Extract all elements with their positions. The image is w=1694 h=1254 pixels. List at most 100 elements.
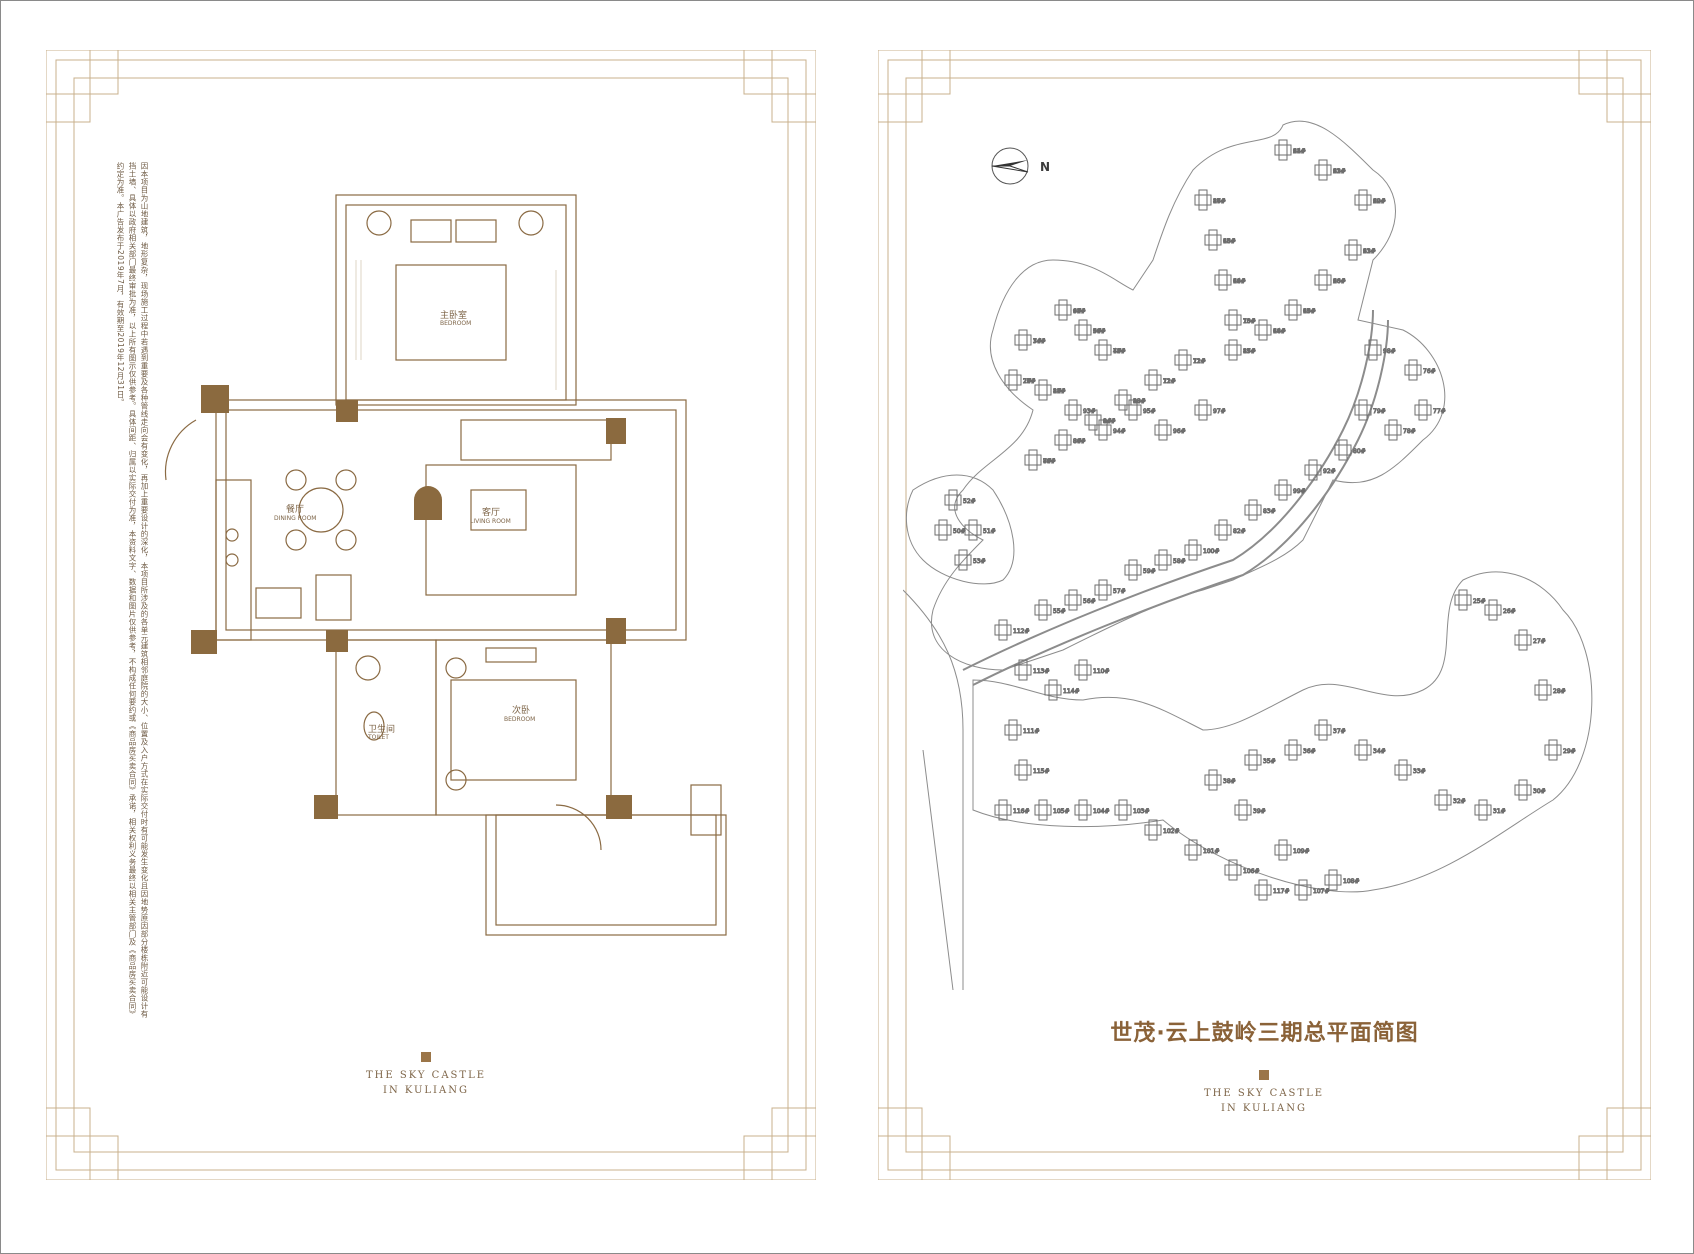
disclaimer-text: 因本项目为山地建筑，地形复杂，现场施工过程中若遇到重要及各种管线走向会有变化，再… [116,162,149,1018]
building-label: 63# [1363,248,1376,255]
building-label: 114# [1063,688,1079,695]
building-label: 95# [1143,408,1156,415]
building-2: 2# [1004,369,1032,391]
building-label: 81# [1053,388,1066,395]
building-label: 32# [1453,798,1466,805]
building-label: 92# [1323,468,1336,475]
building-label: 116# [1013,808,1029,815]
living-label: 客厅 [482,508,501,518]
building-35: 35# [1244,749,1276,771]
building-label: 79# [1373,408,1386,415]
building-6: 6# [1054,299,1082,321]
bedroom-en-label: BEDROOM [504,716,536,723]
building-label: 110# [1093,668,1109,675]
building-label: 23# [1333,168,1346,175]
north-arrow-icon [991,147,1029,185]
floor-plan [164,194,727,936]
building-52: 52# [944,489,976,511]
building-36: 36# [1284,739,1316,761]
building-label: 101# [1203,848,1219,855]
building-14: 14# [1214,269,1246,291]
building-label: 37# [1333,728,1346,735]
building-label: 91# [1073,308,1086,315]
building-104: 104# [1074,799,1110,821]
building-label: 62# [1333,168,1346,175]
building-label: 4# [1113,348,1122,355]
building-label: 111# [1023,728,1039,735]
building-label: 89# [1043,458,1056,465]
building-23: 23# [1314,159,1346,181]
building-label: 74# [1033,338,1046,345]
building-label: 78# [1403,428,1416,435]
building-label: 105# [1053,808,1069,815]
building-label: 83# [1263,508,1276,515]
building-105: 105# [1034,799,1070,821]
building-116: 116# [994,799,1030,821]
toilet-en-label: TOILET [368,734,389,741]
building-label: 17# [1243,348,1256,355]
building-label: 34# [1373,748,1386,755]
building-label: 66# [1333,278,1346,285]
building-label: 77# [1433,408,1446,415]
building-82: 82# [1214,519,1246,541]
building-108: 108# [1324,869,1360,891]
building-label: 13# [1243,318,1256,325]
building-label: 87# [1213,198,1226,205]
building-98: 98# [1364,339,1396,361]
building-label: 1# [1053,388,1062,395]
building-97: 97# [1194,399,1226,421]
brand-line2: IN KULIANG [1221,1103,1307,1114]
building-11: 11# [1144,369,1176,391]
building-label: 39# [1253,808,1266,815]
building-99: 99# [1274,479,1306,501]
building-83: 83# [1244,499,1276,521]
building-label: 80# [1353,448,1366,455]
building-114: 114# [1044,679,1080,701]
site-plan-map: 61#62#60#63#66#65#64#85#87#68#69#70#71#7… [903,120,1593,990]
building-label: 10# [1133,398,1146,405]
building-29: 29# [1544,739,1576,761]
building-18: 18# [1254,319,1286,341]
living-en-label: LIVING ROOM [470,518,511,525]
building-58: 58# [1154,549,1186,571]
building-label: 76# [1423,368,1436,375]
building-30: 30# [1514,779,1546,801]
building-37: 37# [1314,719,1346,741]
building-28: 28# [1534,679,1566,701]
building-27: 27# [1514,629,1546,651]
building-label: 64# [1273,328,1286,335]
building-113: 113# [1014,659,1050,681]
master-bedroom-en-label: BEDROOM [440,320,472,327]
brand-logo-left: THE SKY CASTLE IN KULIANG [316,1052,536,1098]
building-9: 9# [1084,409,1112,431]
building-label: 68# [1223,238,1236,245]
dining-label: 餐厅 [286,505,305,515]
building-label: 5# [1093,328,1102,335]
building-label: 52# [963,498,976,505]
building-label: 51# [983,528,996,535]
building-17: 17# [1224,339,1256,361]
building-label: 106# [1243,868,1259,875]
building-53: 53# [954,549,986,571]
building-13: 13# [1224,309,1256,331]
toilet-label: 卫生间 [368,725,396,735]
building-label: 25# [1473,598,1486,605]
building-109: 109# [1274,839,1310,861]
floor-plan-page: 因本项目为山地建筑，地形复杂，现场施工过程中若遇到重要及各种管线走向会有变化，再… [46,50,816,1180]
building-label: 73# [1113,348,1126,355]
building-34: 34# [1354,739,1386,761]
building-label: 104# [1093,808,1109,815]
building-label: 65# [1303,308,1316,315]
seal-icon [1259,1070,1269,1080]
building-label: 61# [1293,148,1306,155]
building-106: 106# [1224,859,1260,881]
bedroom-label: 次卧 [512,706,531,716]
building-label: 27# [1533,638,1546,645]
north-label: N [1040,160,1051,174]
building-label: 56# [1083,598,1096,605]
building-label: 21# [1363,248,1376,255]
building-label: 117# [1273,888,1289,895]
building-117: 117# [1254,879,1290,901]
building-33: 33# [1394,759,1426,781]
building-55: 55# [1034,599,1066,621]
